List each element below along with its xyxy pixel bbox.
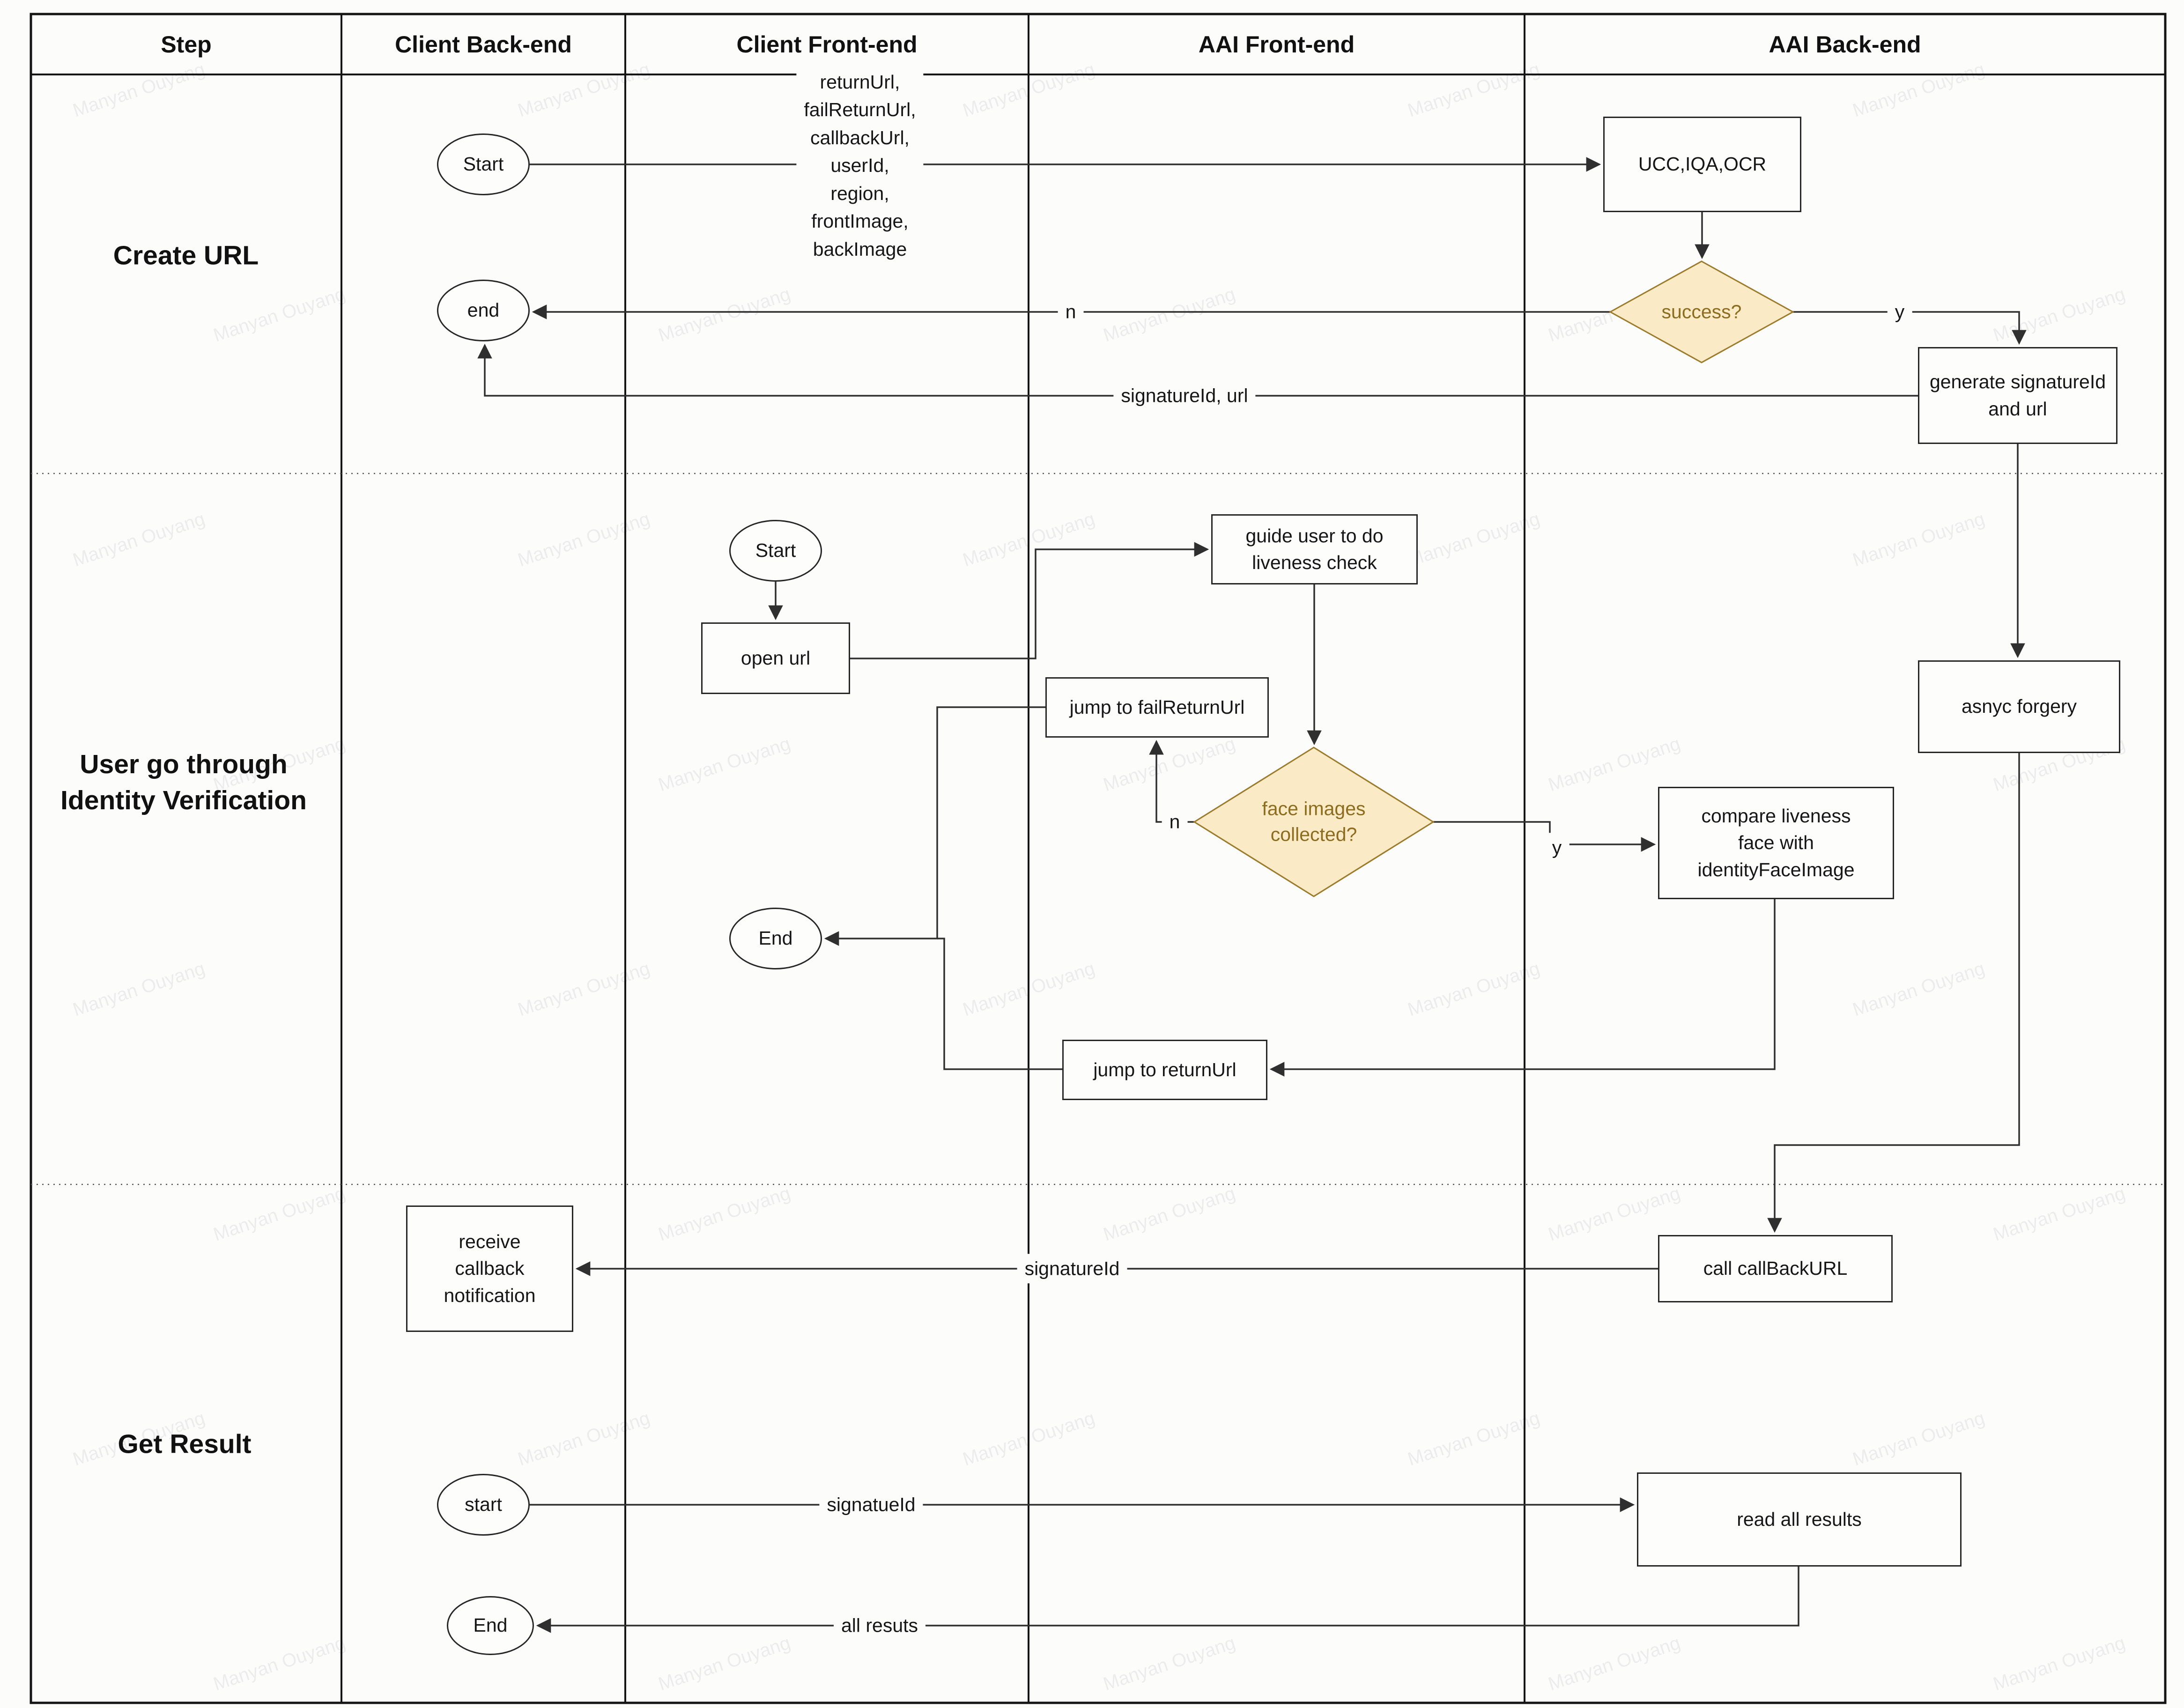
- asnyc-forgery-box: asnyc forgery: [1918, 660, 2120, 753]
- header-step: Step: [161, 31, 212, 58]
- success-diamond: [1608, 260, 1795, 363]
- table-outer-border: [30, 13, 2167, 1704]
- call-callbackurl-box: call callBackURL: [1658, 1235, 1893, 1302]
- request-params-note: returnUrl, failReturnUrl, callbackUrl, u…: [796, 67, 924, 265]
- edge-compare-to-returnjump: [1269, 899, 1776, 1077]
- header-client-frontend: Client Front-end: [736, 31, 918, 58]
- start-node-create-url: Start: [437, 133, 530, 195]
- end-node-create-url: end: [437, 280, 530, 341]
- phase-create-url: Create URL: [113, 240, 259, 271]
- header-client-backend: Client Back-end: [395, 31, 572, 58]
- read-all-results-box: read all results: [1637, 1472, 1962, 1567]
- face-collected-diamond: [1193, 747, 1435, 897]
- header-aai-frontend: AAI Front-end: [1198, 31, 1355, 58]
- decision-shapes: [1193, 260, 1795, 897]
- jump-returnurl-box: jump to returnUrl: [1062, 1040, 1267, 1100]
- edge-asnyc-to-callcb: [1767, 753, 2020, 1233]
- phase-get-result: Get Result: [118, 1429, 252, 1459]
- end-node-get-result: End: [447, 1596, 534, 1655]
- edge-read-to-end3: [536, 1567, 1799, 1633]
- receive-callback-box: receive callback notification: [406, 1205, 573, 1332]
- edge-returnjump-to-end2: [937, 938, 1062, 1070]
- generate-signatureid-box: generate signatureId and url: [1918, 347, 2117, 444]
- edge-openurl-to-guide: [850, 542, 1209, 659]
- edge-label-signatureid-url: signatureId, url: [1113, 381, 1256, 411]
- edge-generate-to-end: [477, 343, 1918, 397]
- edge-label-row2-y: y: [1544, 833, 1570, 863]
- edge-label-all-resuts: all resuts: [833, 1611, 926, 1641]
- start-node-identity: Start: [729, 520, 822, 582]
- edge-label-signatureid: signatureId: [1017, 1254, 1127, 1284]
- ucc-iqa-ocr-box: UCC,IQA,OCR: [1603, 117, 1801, 212]
- phase-identity-verification: User go through Identity Verification: [60, 749, 307, 815]
- edge-label-row1-n: n: [1058, 297, 1084, 327]
- edge-face-y-to-compare: [1433, 821, 1656, 852]
- compare-liveness-box: compare liveness face with identityFaceI…: [1658, 787, 1894, 899]
- open-url-box: open url: [701, 622, 850, 694]
- header-aai-backend: AAI Back-end: [1769, 31, 1921, 58]
- edge-label-row1-y: y: [1887, 297, 1912, 327]
- guide-liveness-box: guide user to do liveness check: [1211, 514, 1418, 584]
- edge-success-y-to-generate: [1793, 311, 2027, 345]
- start-node-get-result: start: [437, 1474, 530, 1536]
- edge-failjump-to-end2: [824, 706, 1045, 946]
- table-grid: [30, 13, 2167, 1704]
- edge-label-row2-n: n: [1162, 807, 1188, 837]
- edge-label-signatueid: signatueId: [819, 1490, 923, 1520]
- end-node-identity: End: [729, 908, 822, 969]
- jump-failreturnurl-box: jump to failReturnUrl: [1045, 677, 1269, 738]
